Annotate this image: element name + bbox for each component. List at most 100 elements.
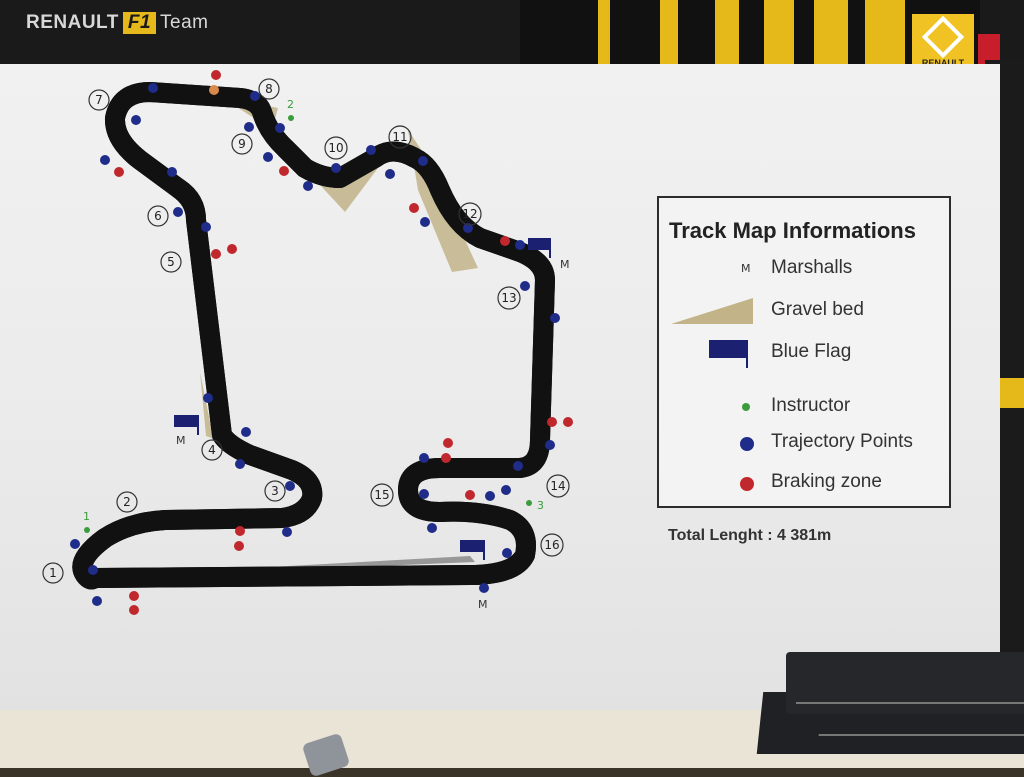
braking-point xyxy=(500,236,510,246)
trajectory-point xyxy=(385,169,395,179)
braking-zones xyxy=(114,70,573,615)
trajectory-point xyxy=(331,163,341,173)
trajectory-point xyxy=(131,115,141,125)
braking-point xyxy=(209,85,219,95)
trajectory-point xyxy=(241,427,251,437)
braking-point xyxy=(114,167,124,177)
media-device-upper xyxy=(786,652,1024,714)
svg-text:3: 3 xyxy=(271,484,279,498)
trajectory-point xyxy=(244,122,254,132)
trajectory-point xyxy=(250,91,260,101)
svg-text:16: 16 xyxy=(544,538,559,552)
trajectory-point xyxy=(513,461,523,471)
turn-4: 4 xyxy=(201,439,223,461)
turn-1: 1 xyxy=(42,562,64,584)
turn-16: 16 xyxy=(540,533,564,557)
braking-point xyxy=(547,417,557,427)
marshall-label: M xyxy=(560,258,570,271)
svg-text:1: 1 xyxy=(49,566,57,580)
trajectory-point xyxy=(148,83,158,93)
svg-text:6: 6 xyxy=(154,209,162,223)
legend-label: Gravel bed xyxy=(771,299,864,320)
blue-flag-icon xyxy=(528,238,551,258)
svg-text:9: 9 xyxy=(238,137,246,151)
trajectory-point xyxy=(479,583,489,593)
turn-3: 3 xyxy=(264,480,286,502)
trajectory-point xyxy=(285,481,295,491)
yellow-stripes xyxy=(520,0,980,70)
instructor-point xyxy=(288,115,294,121)
svg-text:4: 4 xyxy=(208,443,216,457)
trajectory-point xyxy=(520,281,530,291)
legend-row-braking: Braking zone xyxy=(659,468,949,498)
legend-row-marshalls: M Marshalls xyxy=(659,254,949,284)
trajectory-point xyxy=(203,393,213,403)
brand-f1-text: F1 xyxy=(122,12,157,34)
braking-point xyxy=(409,203,419,213)
instructor-label: 2 xyxy=(287,98,294,111)
legend-label: Trajectory Points xyxy=(771,431,913,452)
braking-point xyxy=(465,490,475,500)
instructor-points: 1 2 3 xyxy=(83,98,544,533)
blue-flags xyxy=(174,238,551,560)
turn-7: 7 xyxy=(88,89,110,111)
instructor-label: 1 xyxy=(83,510,90,523)
braking-point xyxy=(129,591,139,601)
trajectory-point xyxy=(545,440,555,450)
turn-5: 5 xyxy=(160,251,182,273)
trajectory-point xyxy=(173,207,183,217)
instructor-label: 3 xyxy=(537,499,544,512)
svg-text:5: 5 xyxy=(167,255,175,269)
braking-point xyxy=(563,417,573,427)
trajectory-point xyxy=(419,453,429,463)
svg-text:11: 11 xyxy=(392,130,407,144)
legend-row-instructor: Instructor xyxy=(659,392,949,422)
marshall-letter: M xyxy=(741,262,751,275)
braking-point xyxy=(441,453,451,463)
legend-row-trajectory: Trajectory Points xyxy=(659,428,949,458)
trajectory-point xyxy=(167,167,177,177)
marshall-label: M xyxy=(478,598,488,611)
trajectory-point xyxy=(282,527,292,537)
red-dot-icon xyxy=(740,477,754,491)
turn-11: 11 xyxy=(388,125,412,149)
turn-markers: 1 2 3 4 5 6 7 8 9 10 11 12 13 14 15 16 xyxy=(42,78,570,584)
trajectory-point xyxy=(235,459,245,469)
blue-flag-icon xyxy=(460,540,485,560)
braking-point xyxy=(234,541,244,551)
legend-row-blue-flag: Blue Flag xyxy=(659,338,949,368)
turn-15: 15 xyxy=(370,483,394,507)
blue-flag-icon xyxy=(174,415,199,435)
trajectory-points xyxy=(70,83,560,606)
trajectory-point xyxy=(92,596,102,606)
trajectory-point xyxy=(515,240,525,250)
braking-point xyxy=(235,526,245,536)
braking-point xyxy=(279,166,289,176)
svg-text:7: 7 xyxy=(95,93,103,107)
legend-label: Braking zone xyxy=(771,471,882,492)
brand-renault-text: RENAULT xyxy=(26,12,119,33)
instructor-point xyxy=(84,527,90,533)
blue-flag-icon xyxy=(709,340,748,368)
trajectory-point xyxy=(88,565,98,575)
trajectory-point xyxy=(418,156,428,166)
trajectory-point xyxy=(366,145,376,155)
svg-text:2: 2 xyxy=(123,495,131,509)
blue-dot-icon xyxy=(740,437,754,451)
braking-point xyxy=(227,244,237,254)
turn-8: 8 xyxy=(258,78,280,100)
braking-point xyxy=(129,605,139,615)
braking-point xyxy=(211,70,221,80)
gravel-bed xyxy=(200,372,218,440)
trajectory-point xyxy=(420,217,430,227)
trajectory-point xyxy=(485,491,495,501)
trajectory-point xyxy=(275,123,285,133)
trajectory-point xyxy=(201,222,211,232)
braking-point xyxy=(211,249,221,259)
trajectory-point xyxy=(419,489,429,499)
svg-text:15: 15 xyxy=(374,488,389,502)
svg-text:10: 10 xyxy=(328,141,343,155)
logo-word: RENAULT xyxy=(921,58,965,68)
turn-13: 13 xyxy=(497,286,521,310)
